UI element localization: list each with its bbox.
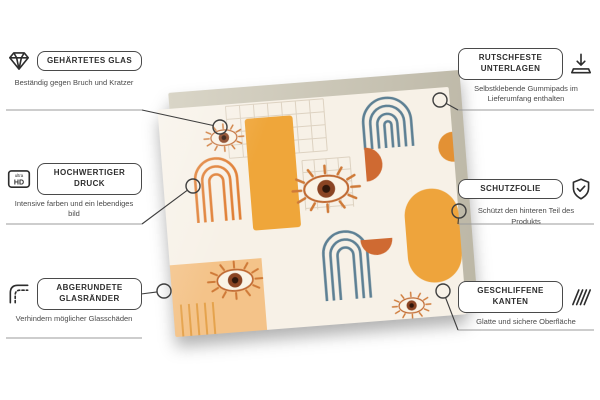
hd-icon-text-hd: HD	[14, 179, 24, 186]
arch-orange-left	[193, 157, 242, 224]
callout-title: GESCHLIFFENE KANTEN	[458, 281, 563, 313]
mustard-pill	[404, 188, 462, 283]
callout-anti-slip-pads: RUTSCHFESTE UNTERLAGEN Selbstklebende Gu…	[458, 48, 594, 105]
callout-description: Selbstklebende Gummipads im Lieferumfang…	[474, 83, 578, 104]
rounded-corner-icon	[6, 281, 32, 307]
peach-rectangle	[169, 258, 268, 338]
semicircle-edge	[438, 131, 455, 162]
anti-slip-pads-icon	[568, 51, 594, 77]
diamond-icon	[6, 48, 32, 74]
callout-title: ABGERUNDETE GLASRÄNDER	[37, 278, 142, 310]
callout-print-quality: ultra HD HOCHWERTIGER DRUCK Intensive fa…	[6, 163, 142, 220]
mustard-rectangle	[244, 115, 301, 231]
hd-icon-text-ultra: ultra	[15, 173, 24, 178]
glass-board	[157, 70, 478, 338]
shield-check-icon	[568, 176, 594, 202]
semicircle-bowl	[360, 237, 393, 255]
glass-board-front	[157, 86, 467, 338]
callout-description: Glatte und sichere Oberfläche	[476, 316, 576, 326]
callout-title: GEHÄRTETES GLAS	[37, 50, 142, 72]
callout-description: Beständig gegen Bruch und Kratzer	[14, 78, 134, 87]
callout-description: Verhindern möglicher Glasschäden	[15, 313, 133, 323]
semicircle-right	[364, 147, 383, 182]
callout-rounded-edges: ABGERUNDETE GLASRÄNDER Verhindern möglic…	[6, 278, 142, 324]
polished-edges-icon	[568, 284, 594, 310]
leader-line-left-3	[140, 291, 158, 295]
callout-description: Intensive farben und ein lebendiges bild	[14, 198, 134, 219]
callout-title: RUTSCHFESTE UNTERLAGEN	[458, 48, 563, 80]
callout-title: HOCHWERTIGER DRUCK	[37, 163, 142, 195]
ultra-hd-icon: ultra HD	[6, 166, 32, 192]
marker-circle-left-3	[156, 283, 172, 299]
board-artwork	[157, 86, 467, 338]
callout-protective-film: SCHUTZFOLIE Schützt den hinteren Teil de…	[458, 176, 594, 228]
callout-polished-edges: GESCHLIFFENE KANTEN Glatte und sichere O…	[458, 281, 594, 327]
callout-tempered-glass: GEHÄRTETES GLAS Beständig gegen Bruch un…	[6, 48, 142, 89]
arch-blue-top	[361, 96, 415, 150]
callout-description: Schützt den hinteren Teil des Produkts	[477, 206, 575, 226]
stripes-pattern	[179, 301, 217, 337]
callout-title: SCHUTZFOLIE	[458, 178, 563, 200]
